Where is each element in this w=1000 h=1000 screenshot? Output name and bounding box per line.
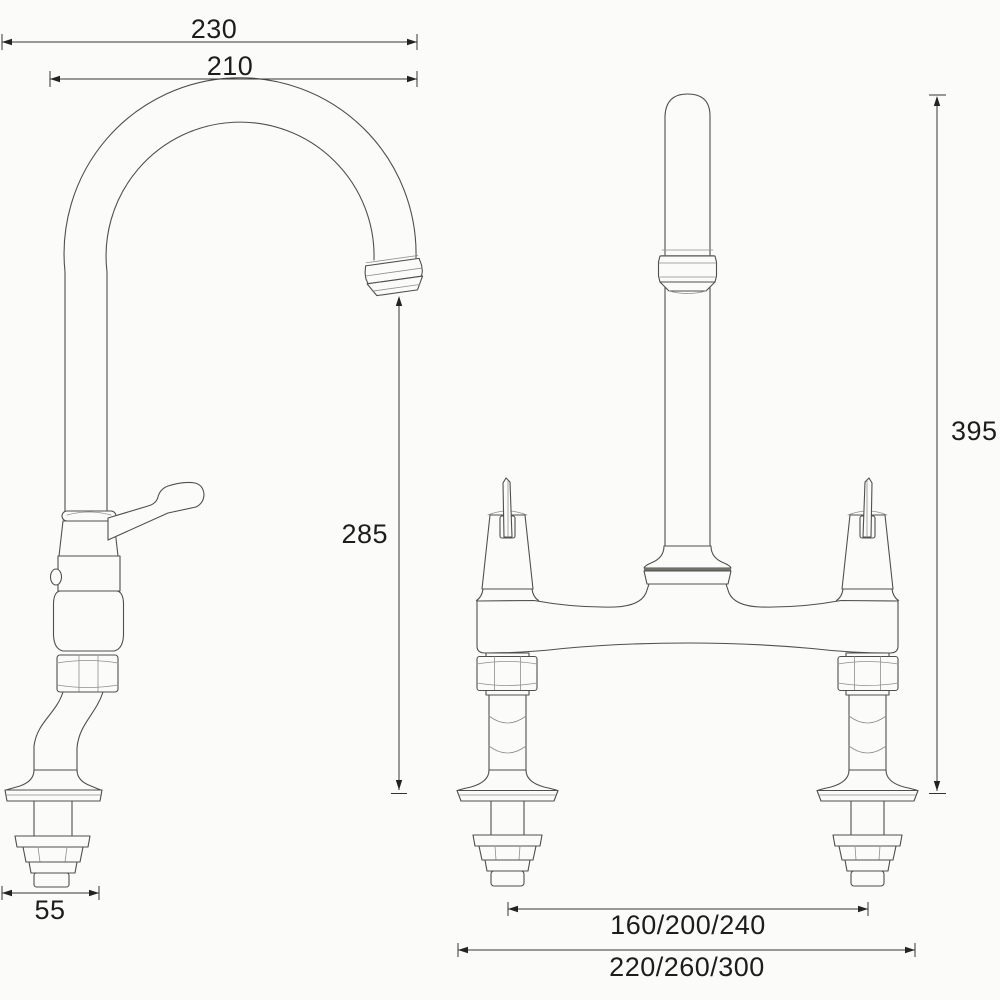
front-spout-aerator (657, 249, 718, 294)
dim-label-tap-centres: 160/200/240 (610, 910, 766, 940)
front-view: 395 160/200/240 220/260/300 (456, 93, 998, 982)
front-hex-nut (476, 652, 538, 696)
front-right-pillar-assembly (816, 477, 919, 887)
dimension-base-width: 55 (1, 886, 100, 925)
front-base-flange (456, 769, 559, 802)
front-spout-column (643, 93, 732, 585)
bridge-body (476, 583, 899, 654)
side-spout-gooseneck (63, 77, 417, 514)
front-left-pillar-assembly (456, 477, 559, 887)
dimension-spout-reach: 210 (49, 51, 418, 87)
side-hex-nut (56, 654, 119, 693)
side-s-bend-pipe (33, 691, 104, 773)
dimension-overall-width: 220/260/300 (457, 943, 916, 982)
dimension-spout-overall-width: 230 (1, 14, 418, 50)
front-shank (488, 694, 527, 773)
dimension-spout-height: 285 (341, 296, 407, 794)
dimension-overall-height: 395 (929, 94, 998, 794)
front-lever-handle (481, 477, 534, 590)
dim-label-overall-height: 395 (951, 416, 998, 446)
side-lever-handle (107, 481, 205, 541)
bridge-pillar-flares (475, 588, 900, 602)
front-spout-base-collar (643, 570, 732, 585)
side-base-flange (4, 769, 103, 802)
dimension-tap-centres: 160/200/240 (507, 902, 869, 940)
front-backnut-and-tail (472, 800, 543, 887)
dim-label-spout-height: 285 (341, 519, 388, 549)
side-shank-assembly (14, 800, 91, 888)
side-view: 230 210 285 55 (1, 14, 424, 925)
dim-label-spout-overall-width: 230 (191, 14, 238, 44)
front-spout-base-dome (643, 545, 732, 569)
dim-label-overall-width: 220/260/300 (609, 952, 765, 982)
side-valve-body (49, 510, 125, 652)
dim-label-spout-reach: 210 (207, 51, 254, 81)
dim-label-base-width: 55 (34, 895, 65, 925)
side-spout-aerator (364, 255, 424, 297)
